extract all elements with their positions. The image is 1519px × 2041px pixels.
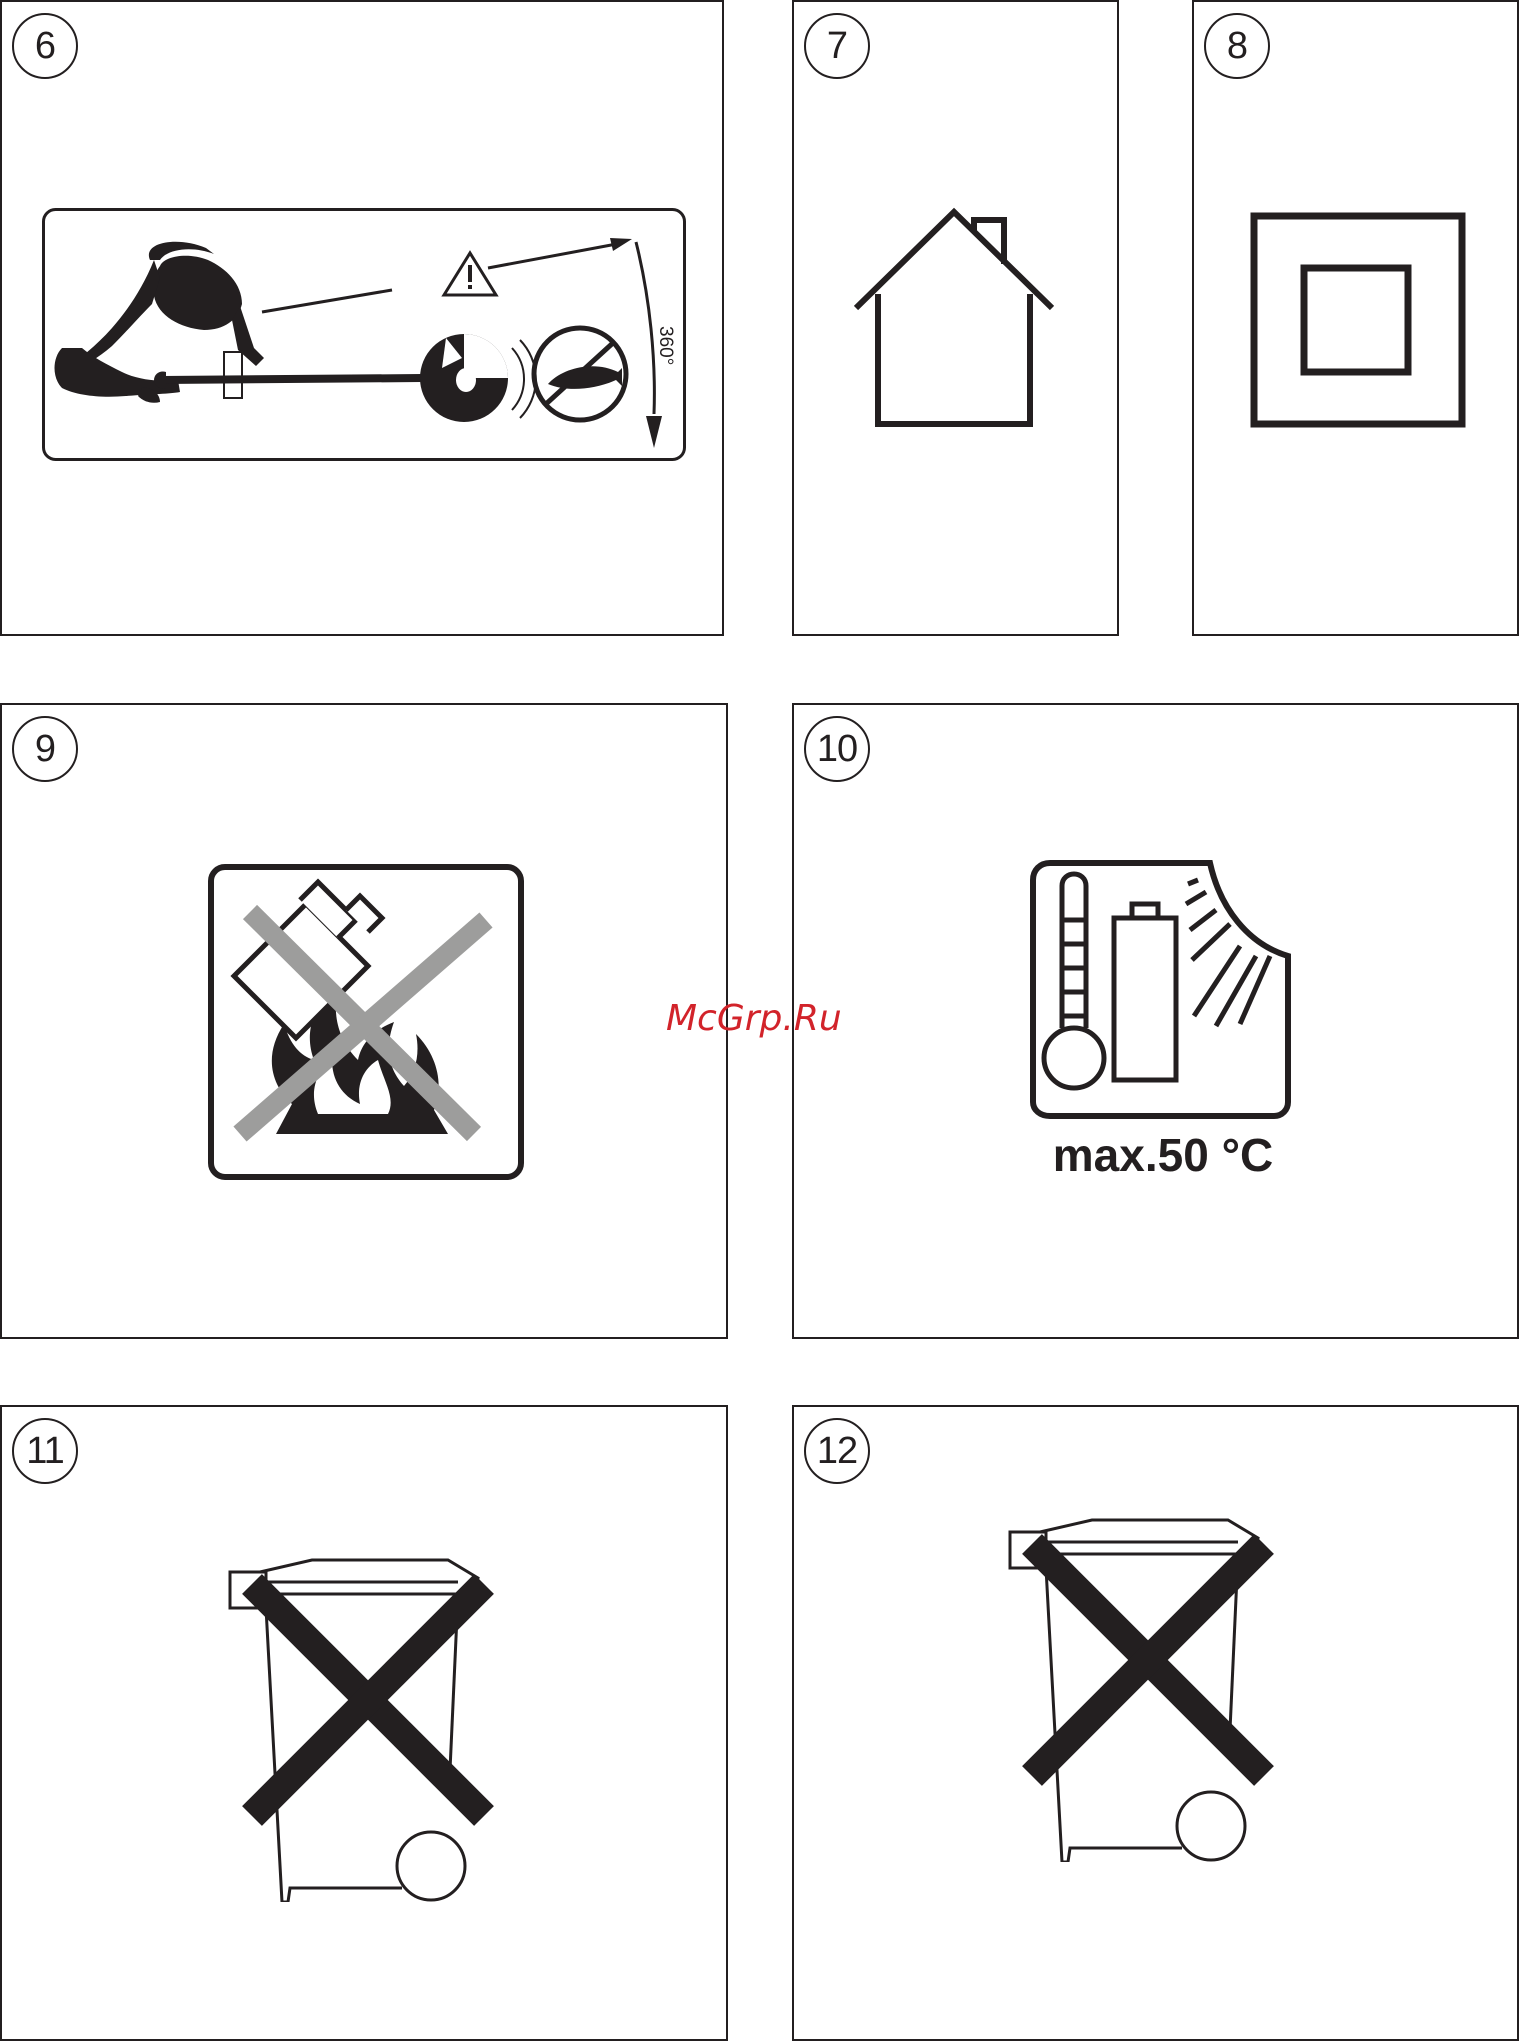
- panel-number-badge: 12: [804, 1418, 870, 1484]
- panel-number-badge: 7: [804, 13, 870, 79]
- panel-number-badge: 9: [12, 716, 78, 782]
- crossed-out-bin-icon: [228, 1552, 498, 1902]
- warning-triangle-icon: [444, 253, 496, 295]
- tool-shaft-icon: [154, 352, 422, 398]
- panel-number-badge: 10: [804, 716, 870, 782]
- panel-number-badge: 11: [12, 1418, 78, 1484]
- sun-rays-icon: [1186, 880, 1270, 1026]
- panel-12: 12: [792, 1405, 1519, 2041]
- house-icon: [854, 202, 1054, 432]
- crossed-out-bin-icon: [1008, 1512, 1278, 1862]
- rotation-label: 360°: [655, 326, 676, 365]
- no-battery-in-fire-icon: [208, 864, 524, 1180]
- watermark: McGrp.Ru: [666, 998, 842, 1039]
- rotating-head-icon: [420, 334, 536, 422]
- black-cross-icon: [252, 1584, 484, 1816]
- panel-8: 8: [1192, 0, 1519, 636]
- rotation-warning-label: 360°: [42, 208, 688, 464]
- panel-number-badge: 6: [12, 13, 78, 79]
- black-cross-icon: [1032, 1544, 1264, 1776]
- panel-11: 11: [0, 1405, 728, 2041]
- thermometer-icon: [1044, 874, 1104, 1088]
- panel-7: 7: [792, 0, 1119, 636]
- no-fish-icon: [534, 328, 626, 420]
- panel-6: 6: [0, 0, 724, 636]
- double-square-icon: [1250, 212, 1466, 428]
- panel-number-badge: 8: [1204, 13, 1270, 79]
- temperature-caption: max.50 °C: [1033, 1128, 1293, 1182]
- panel-9: 9: [0, 703, 728, 1339]
- temperature-limit-icon: [1030, 860, 1296, 1120]
- battery-icon: [1114, 904, 1176, 1080]
